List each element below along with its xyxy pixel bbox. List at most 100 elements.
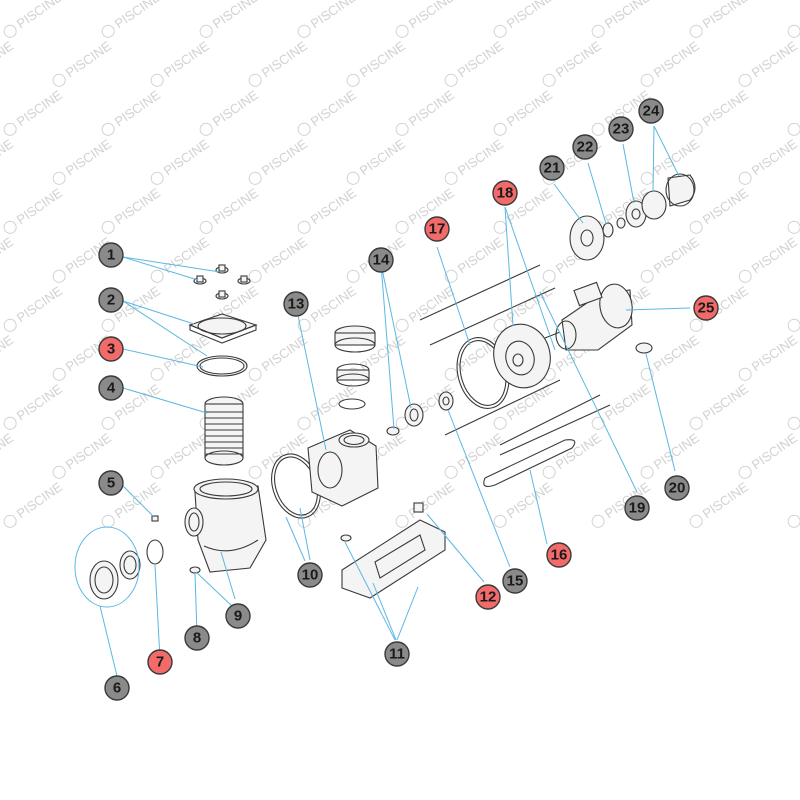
callout-4-circle	[98, 375, 124, 401]
callout-11-circle	[384, 641, 410, 667]
watermark-text: PISCINE	[210, 185, 261, 227]
part-small-gasket	[635, 342, 653, 354]
leader-3	[122, 348, 204, 368]
callout-15-circle	[502, 568, 528, 594]
watermark-tile: PISCINE	[0, 136, 16, 178]
leader-16	[529, 469, 548, 545]
leader-14a	[380, 263, 395, 430]
watermark-text: PISCINE	[651, 332, 702, 374]
callout-16-label: 16	[551, 547, 568, 564]
watermark-text: PISCINE	[749, 234, 800, 276]
callout-8-circle	[184, 625, 210, 651]
watermark-logo-icon	[297, 220, 311, 234]
callout-12-circle	[475, 584, 501, 610]
watermark-tile: PISCINE	[150, 38, 212, 87]
watermark-text: PISCINE	[553, 430, 604, 472]
watermark-logo-icon	[346, 171, 360, 185]
watermark-logo-icon	[3, 122, 17, 136]
watermark-logo-icon	[787, 318, 800, 332]
watermark-logo-icon	[542, 269, 556, 283]
part-base-foot	[340, 519, 446, 599]
callout-12-label: 12	[480, 589, 497, 606]
part-fan-cover	[641, 173, 696, 220]
watermark-tile: PISCINE	[542, 38, 604, 87]
callout-11-label: 11	[389, 646, 405, 663]
watermark-logo-icon	[150, 73, 164, 87]
part-motor-flange	[569, 215, 605, 261]
watermark-text: PISCINE	[112, 87, 163, 129]
part-lid-oring-inner	[199, 357, 245, 375]
watermark-tile: PISCINE	[101, 87, 163, 136]
watermark-tile: PISCINE	[395, 283, 457, 332]
callout-10-circle	[297, 562, 323, 588]
callout-21-label: 21	[544, 160, 561, 177]
watermark-logo-icon	[689, 318, 703, 332]
callout-1-circle	[98, 242, 124, 268]
callout-21-circle	[539, 155, 565, 181]
leader-4	[122, 387, 208, 414]
watermark-text: PISCINE	[112, 0, 163, 31]
watermark-logo-icon	[3, 318, 17, 332]
watermark-text: PISCINE	[455, 38, 506, 80]
leader-6	[99, 605, 118, 677]
watermark-logo-icon	[248, 367, 262, 381]
callout-3-circle	[98, 336, 124, 362]
watermark-logo-icon	[689, 220, 703, 234]
watermark-tile: PISCINE	[3, 185, 65, 234]
watermark-logo-icon	[444, 367, 458, 381]
watermark-logo-icon	[297, 318, 311, 332]
watermark-tile: PISCINE	[787, 185, 800, 234]
leader-17	[436, 246, 471, 346]
watermark-text: PISCINE	[700, 185, 751, 227]
callout-12: 12	[475, 584, 501, 610]
watermark-tile: PISCINE	[395, 87, 457, 136]
leader-11a	[344, 541, 396, 641]
part-strainer-housing	[184, 478, 267, 573]
callout-17-circle	[424, 216, 450, 242]
watermark-text: PISCINE	[700, 479, 751, 521]
watermark-text: PISCINE	[161, 136, 212, 178]
callout-20: 20	[664, 475, 690, 501]
leader-20	[645, 353, 676, 472]
watermark-tile: PISCINE	[444, 136, 506, 185]
watermark-text: PISCINE	[0, 430, 16, 472]
callout-7-circle	[147, 649, 173, 675]
watermark-logo-icon	[444, 269, 458, 283]
watermark-text: PISCINE	[406, 87, 457, 129]
leader-2b	[122, 300, 208, 357]
leader-6-loop	[74, 526, 140, 608]
watermark-tile: PISCINE	[248, 430, 310, 479]
parts-layer	[89, 173, 696, 600]
watermark-logo-icon	[101, 122, 115, 136]
watermark-tile: PISCINE	[248, 136, 310, 185]
callout-5-label: 5	[107, 475, 115, 492]
watermark-tile: PISCINE	[395, 0, 457, 38]
watermark-logo-icon	[248, 171, 262, 185]
watermark-tile: PISCINE	[640, 234, 702, 283]
callout-2: 2	[98, 287, 124, 313]
part-lid-knobs	[193, 264, 251, 300]
watermark-logo-icon	[248, 269, 262, 283]
leader-24a	[652, 125, 655, 193]
watermark-tile: PISCINE	[101, 185, 163, 234]
watermark-text: PISCINE	[63, 38, 114, 80]
leader-9a	[195, 571, 233, 607]
watermark-text: PISCINE	[259, 430, 310, 472]
watermark-text: PISCINE	[259, 234, 310, 276]
watermark-tile: PISCINE	[444, 234, 506, 283]
part-support-gasket	[483, 439, 576, 487]
watermark-text: PISCINE	[259, 136, 310, 178]
watermark-logo-icon	[395, 122, 409, 136]
watermark-logo-icon	[493, 122, 507, 136]
watermark-text: PISCINE	[700, 87, 751, 129]
watermark-tile: PISCINE	[3, 87, 65, 136]
callout-7: 7	[147, 649, 173, 675]
watermark-logo-icon	[150, 465, 164, 479]
watermark-logo-icon	[591, 24, 605, 38]
watermark-text: PISCINE	[504, 87, 555, 129]
leader-19	[539, 291, 638, 493]
callout-3-label: 3	[107, 341, 115, 358]
watermark-text: PISCINE	[0, 38, 16, 80]
